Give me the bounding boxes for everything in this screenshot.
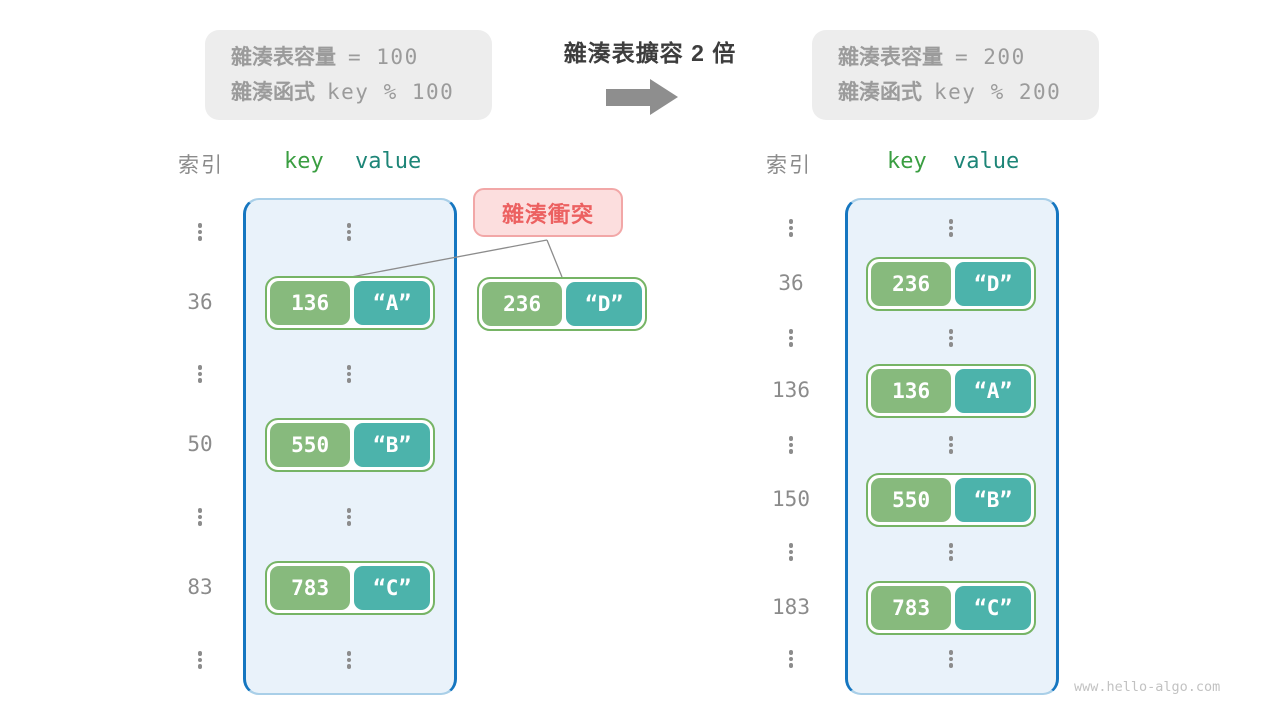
ellipsis-dots [346, 365, 352, 385]
value-cell: “A” [955, 369, 1031, 413]
ellipsis-dots [197, 508, 203, 528]
capacity-value: = 200 [955, 45, 1026, 69]
key-cell: 550 [871, 478, 952, 522]
hash-function-value: key % 100 [327, 80, 455, 104]
ellipsis-dots [346, 651, 352, 671]
colliding-pair-box: 236 “D” [477, 277, 647, 331]
capacity-line: 雜湊表容量 = 100 [231, 41, 492, 76]
ellipsis-dots [788, 219, 794, 239]
right-arrow-icon [606, 89, 651, 106]
hash-function-label: 雜湊函式 [231, 81, 315, 104]
capacity-value: = 100 [348, 45, 419, 69]
pair-box: 550 “B” [265, 418, 435, 472]
ellipsis-dots [788, 650, 794, 670]
index-label: 183 [772, 595, 810, 619]
capacity-label: 雜湊表容量 [838, 46, 943, 69]
index-label: 36 [778, 271, 804, 295]
value-cell: “C” [955, 586, 1031, 630]
key-cell: 550 [270, 423, 351, 467]
ellipsis-dots [788, 436, 794, 456]
right-value-header: value [953, 149, 1020, 174]
hash-function-value: key % 200 [934, 80, 1062, 104]
value-cell: “A” [354, 281, 430, 325]
pair-box: 136 “A” [265, 276, 435, 330]
value-cell: “B” [354, 423, 430, 467]
index-label: 83 [187, 575, 213, 599]
key-cell: 783 [270, 566, 351, 610]
ellipsis-dots [788, 543, 794, 563]
right-key-header: key [887, 149, 927, 174]
ellipsis-dots [948, 650, 954, 670]
value-cell: “D” [955, 262, 1031, 306]
capacity-label: 雜湊表容量 [231, 46, 336, 69]
right-arrow-head-icon [650, 79, 678, 115]
hash-function-line: 雜湊函式 key % 200 [838, 76, 1099, 111]
value-cell: “D” [566, 282, 642, 326]
value-cell: “C” [354, 566, 430, 610]
pair-box: 236 “D” [866, 257, 1036, 311]
right-index-header: 索引 [766, 154, 812, 177]
resize-title: 雜湊表擴容 2 倍 [563, 40, 737, 66]
key-cell: 136 [871, 369, 952, 413]
ellipsis-dots [948, 543, 954, 563]
ellipsis-dots [197, 223, 203, 243]
pair-box: 783 “C” [265, 561, 435, 615]
ellipsis-dots [948, 436, 954, 456]
hash-function-label: 雜湊函式 [838, 81, 922, 104]
index-label: 150 [772, 487, 810, 511]
left-value-header: value [355, 149, 422, 174]
ellipsis-dots [788, 329, 794, 349]
capacity-line: 雜湊表容量 = 200 [838, 41, 1099, 76]
key-cell: 236 [482, 282, 563, 326]
ellipsis-dots [346, 508, 352, 528]
capacity-info-box-after: 雜湊表容量 = 200 雜湊函式 key % 200 [812, 30, 1099, 120]
collision-callout: 雜湊衝突 [473, 188, 623, 237]
capacity-info-box-before: 雜湊表容量 = 100 雜湊函式 key % 100 [205, 30, 492, 120]
index-label: 50 [187, 432, 213, 456]
pair-box: 136 “A” [866, 364, 1036, 418]
watermark: www.hello-algo.com [1074, 679, 1221, 695]
ellipsis-dots [948, 329, 954, 349]
value-cell: “B” [955, 478, 1031, 522]
ellipsis-dots [346, 223, 352, 243]
pair-box: 550 “B” [866, 473, 1036, 527]
ellipsis-dots [197, 365, 203, 385]
pair-box: 783 “C” [866, 581, 1036, 635]
hash-function-line: 雜湊函式 key % 100 [231, 76, 492, 111]
ellipsis-dots [197, 651, 203, 671]
left-index-header: 索引 [178, 154, 224, 177]
index-label: 36 [187, 290, 213, 314]
ellipsis-dots [948, 219, 954, 239]
index-label: 136 [772, 378, 810, 402]
key-cell: 236 [871, 262, 952, 306]
key-cell: 136 [270, 281, 351, 325]
left-key-header: key [284, 149, 324, 174]
key-cell: 783 [871, 586, 952, 630]
